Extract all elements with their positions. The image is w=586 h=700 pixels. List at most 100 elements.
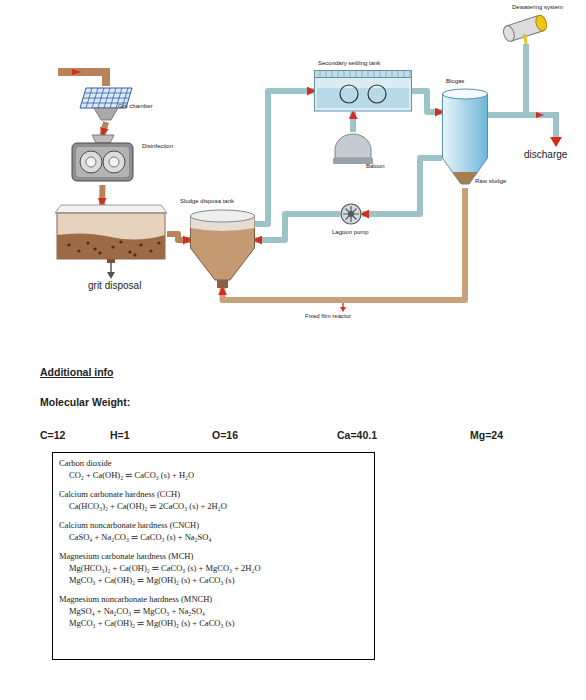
illustration-part [386, 71, 387, 77]
illustration-part [93, 247, 96, 250]
molecular-weight: H=1 [110, 429, 130, 441]
illustration-part [133, 253, 136, 256]
reaction-equation: CO₂ + Ca(OH)₂ ⇌ CaCO₃ (s) + H₂O [59, 469, 368, 481]
pipe-connector [412, 91, 442, 112]
illustration-part [149, 249, 152, 252]
biogas-tank-shape [442, 88, 488, 188]
pipe-connector [255, 91, 314, 224]
illustration-part [410, 71, 411, 77]
discharge-label: discharge [524, 149, 567, 161]
illustration-part [443, 94, 488, 184]
illustration-part [191, 210, 255, 222]
illustration-part [368, 85, 386, 103]
section-heading: Additional info [40, 366, 114, 378]
disinfection-unit: Disinfection [70, 135, 135, 185]
illustration-part [326, 71, 327, 77]
reaction-equation: MgCO₃ + Ca(OH)₂ ⇌ Mg(OH)₂ (s) + CaCO₃ (s… [59, 574, 368, 586]
illustration-part [86, 241, 89, 244]
component-label: Baloon [366, 163, 385, 170]
pipe-connector [350, 112, 356, 132]
sludge-tank-shape [190, 208, 255, 288]
pipe-connector [488, 44, 526, 115]
component-label: Lagoon pump [332, 229, 369, 236]
illustration-part [315, 71, 412, 78]
reaction-equation: MgCO₃ + Ca(OH)₂ ⇌ Mg(OH)₂ (s) + CaCO₃ (s… [59, 617, 368, 629]
illustration-part [356, 71, 357, 77]
grit-tank-shape [55, 205, 167, 263]
illustration-part [191, 216, 255, 280]
illustration-part [392, 71, 393, 77]
reaction-equation: CaSO₄ + Na₂CO₃ ⇌ CaCO₃ (s) + Na₂SO₄ [59, 531, 368, 543]
illustration-part [317, 88, 409, 108]
lagoon-pump: Lagoon pump [340, 203, 362, 225]
illustration-part [348, 211, 354, 217]
illustration-part [119, 240, 122, 243]
reaction-heading: Magnesium noncarbonate hardness (MNCH) [59, 593, 368, 605]
illustration-part [157, 241, 160, 244]
illustration-part [320, 71, 321, 77]
pipe-connector [103, 122, 107, 135]
component-label: Grit chamber [118, 103, 153, 110]
illustration-part [128, 250, 131, 253]
illustration-part [341, 204, 361, 224]
inlet-pipe [58, 72, 106, 86]
illustration-part [217, 280, 228, 288]
illustration-part [315, 76, 412, 111]
settling-tank-shape [314, 70, 412, 112]
molecular-weight: Ca=40.1 [337, 429, 377, 441]
illustration-part [139, 243, 142, 246]
grit-disposal-arrow [110, 263, 112, 273]
illustration-part [57, 213, 165, 259]
illustration-part [380, 71, 381, 77]
illustration-part [83, 98, 129, 99]
pipe-connector [362, 158, 442, 214]
reaction-equation: Ca(HCO₃)₂ + Ca(OH)₂ ⇌ 2CaCO₃ (s) + 2H₂O [59, 500, 368, 512]
illustration-part [109, 157, 119, 167]
component-label: grit disposal [88, 280, 141, 291]
reaction-heading: Magnesium carbonate hardness (MCH) [59, 550, 368, 562]
molecular-weight: O=16 [212, 429, 238, 441]
section-subheading: Molecular Weight: [40, 396, 130, 408]
illustration-part [76, 147, 129, 177]
illustration-part [344, 71, 345, 77]
illustration-part [404, 71, 405, 77]
illustration-part [80, 151, 102, 173]
molecular-weight: C=12 [40, 429, 65, 441]
sludge-tank: Sludge disposa tank [190, 208, 255, 288]
illustration-part [92, 135, 114, 143]
illustration-part [85, 93, 131, 94]
reaction-equation: MgSO₄ + Na₂CO₃ ⇌ MgCO₃ + Na₂SO₄ [59, 605, 368, 617]
illustration-part [77, 249, 80, 252]
reaction-heading: Carbon dioxide [59, 457, 368, 469]
illustration-part [86, 157, 96, 167]
reaction-heading: Calcium noncarbonate hardness (CNCH) [59, 519, 368, 531]
pipe-connector [99, 185, 105, 205]
grit-tank: grit disposal [55, 205, 167, 263]
reaction-box: Carbon dioxideCO₂ + Ca(OH)₂ ⇌ CaCO₃ (s) … [52, 452, 375, 660]
reaction-heading: Calcium carbonate hardness (CCH) [59, 488, 368, 500]
illustration-part [340, 85, 358, 103]
illustration-part [374, 71, 375, 77]
illustration-part [452, 172, 478, 184]
illustration-part [111, 245, 114, 248]
reaction-equation: Mg(HCO₃)₂ + Ca(OH)₂ ⇌ CaCO₃ (s) + MgCO₃ … [59, 562, 368, 574]
illustration-part [335, 134, 371, 158]
component-label: Fixed film reactor [305, 313, 351, 320]
illustration-part [103, 151, 125, 173]
illustration-part [350, 71, 351, 77]
molecular-weight: Mg=24 [470, 429, 503, 441]
illustration-part [98, 251, 101, 254]
illustration-part [443, 89, 488, 99]
gas-balloon: Baloon [333, 132, 373, 164]
discharge-pipe [526, 115, 556, 138]
component-label: Dewatering system [512, 4, 563, 11]
lagoon-pump-shape [340, 203, 362, 225]
grit-disposal-arrowhead [107, 272, 115, 279]
illustration-part [502, 24, 516, 42]
illustration-part [57, 233, 165, 259]
flow-arrow [536, 112, 544, 118]
illustration-part [524, 34, 526, 44]
illustration-part [368, 71, 369, 77]
component-label: Disinfection [142, 143, 173, 150]
